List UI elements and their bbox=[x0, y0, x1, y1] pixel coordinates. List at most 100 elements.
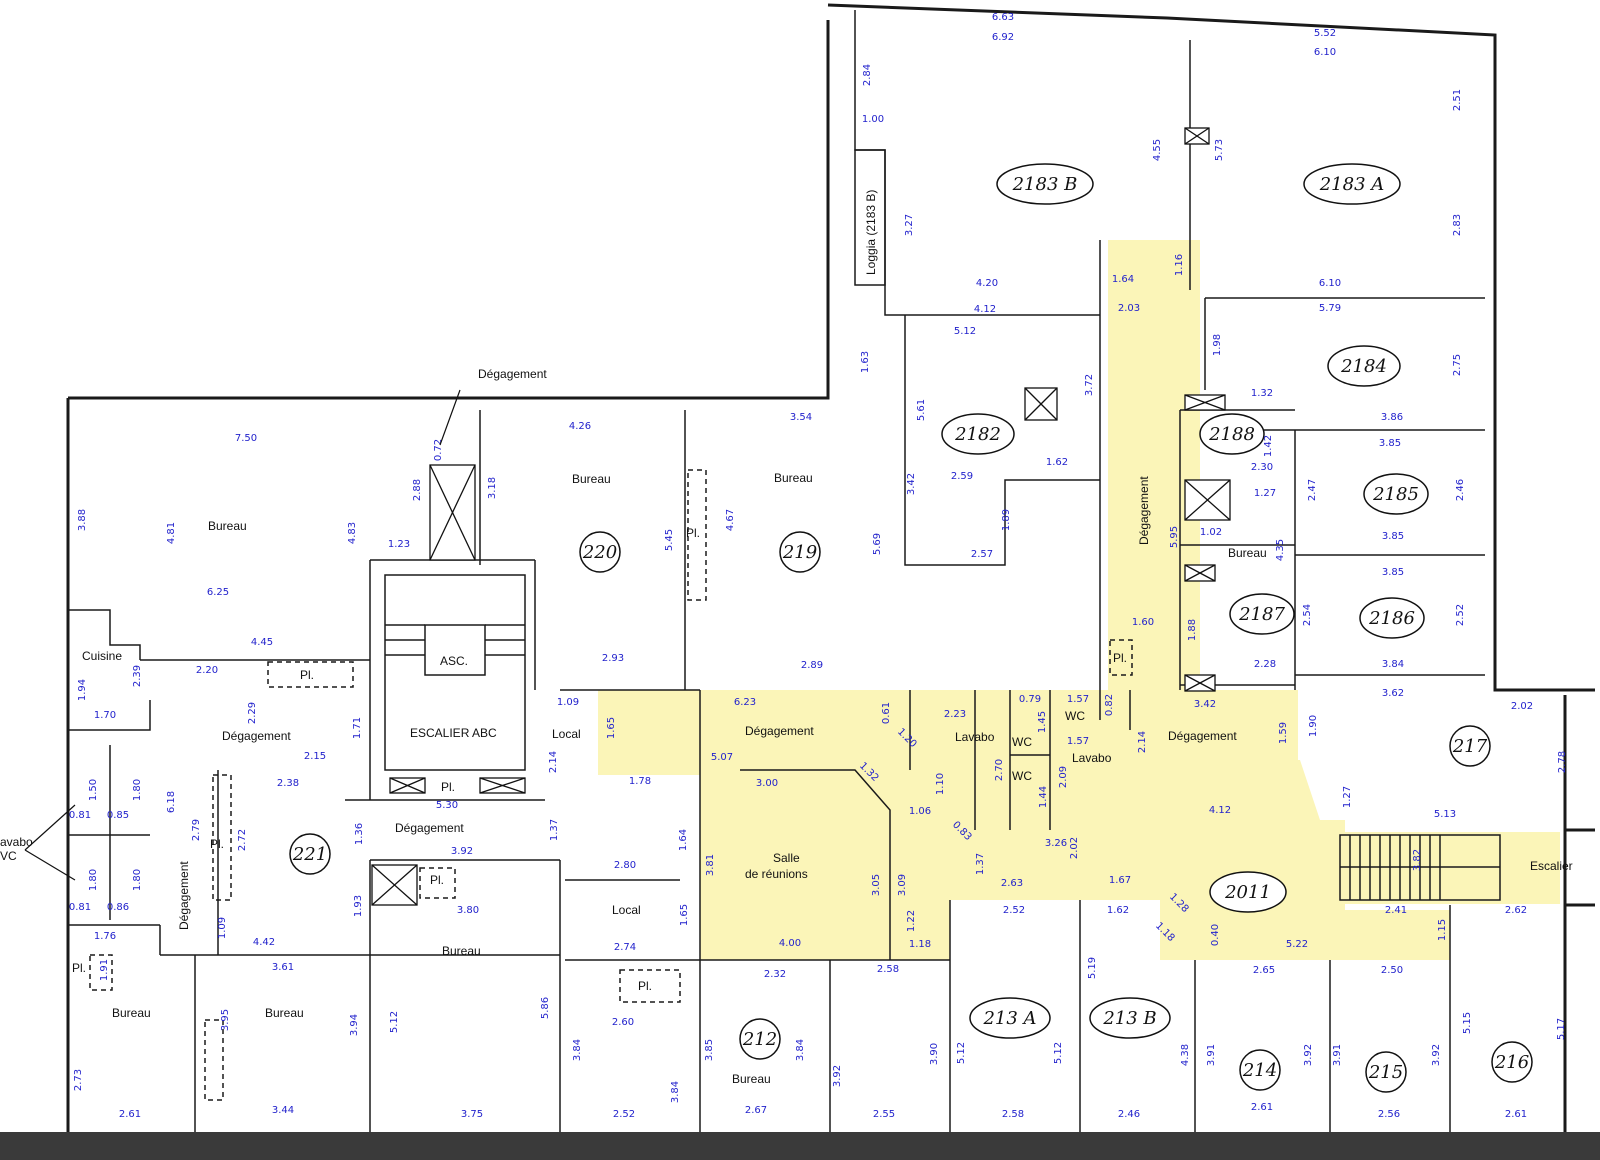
dimension-label: 2.65 bbox=[1253, 965, 1275, 976]
dimension-label: 5.12 bbox=[956, 1042, 967, 1064]
dimension-label: 3.54 bbox=[790, 412, 812, 423]
dimension-label: 0.72 bbox=[433, 439, 444, 461]
dimension-label: 3.42 bbox=[1194, 699, 1216, 710]
dimension-label: 4.35 bbox=[1275, 539, 1286, 561]
svg-text:219: 219 bbox=[782, 542, 817, 563]
dimension-label: 3.00 bbox=[756, 778, 778, 789]
svg-text:215: 215 bbox=[1368, 1062, 1403, 1083]
svg-text:2011: 2011 bbox=[1224, 882, 1271, 903]
room-badge-214: 214 bbox=[1239, 1049, 1281, 1091]
dimension-label: 2.67 bbox=[745, 1105, 767, 1116]
label-salle: Salle bbox=[773, 851, 800, 865]
dimension-label: 2.62 bbox=[1505, 905, 1527, 916]
dimension-label: 6.25 bbox=[207, 587, 229, 598]
dimension-label: 3.26 bbox=[1045, 838, 1067, 849]
room-badge-2188: 2188 bbox=[1199, 413, 1265, 455]
room-badge-216: 216 bbox=[1491, 1041, 1533, 1083]
dimension-label: 2.09 bbox=[1058, 766, 1069, 788]
dimension-label: 5.73 bbox=[1214, 139, 1225, 161]
dimension-label: 3.85 bbox=[1379, 438, 1401, 449]
svg-text:212: 212 bbox=[742, 1029, 777, 1050]
dimension-label: 6.92 bbox=[992, 32, 1014, 43]
dimension-label: 3.84 bbox=[572, 1039, 583, 1061]
dimension-label: 1.57 bbox=[1067, 736, 1089, 747]
dimension-label: 1.62 bbox=[1046, 457, 1068, 468]
label-pl-7: Pl. bbox=[686, 526, 700, 540]
corridor-highlight bbox=[598, 240, 1560, 960]
label-cuisine: Cuisine bbox=[82, 649, 122, 663]
dimension-label: 2.38 bbox=[277, 778, 299, 789]
dimension-label: 1.60 bbox=[1132, 617, 1154, 628]
dimension-label: 3.84 bbox=[670, 1081, 681, 1103]
room-badge-219: 219 bbox=[779, 531, 821, 573]
dimension-label: 3.85 bbox=[1382, 567, 1404, 578]
dimension-label: 3.92 bbox=[832, 1065, 843, 1087]
dimension-label: 2.60 bbox=[612, 1017, 634, 1028]
dimension-label: 6.63 bbox=[992, 12, 1014, 23]
room-badge-2184: 2184 bbox=[1327, 345, 1401, 387]
dimension-label: 1.44 bbox=[1038, 786, 1049, 808]
dimension-label: 1.27 bbox=[1254, 488, 1276, 499]
svg-text:2185: 2185 bbox=[1372, 484, 1419, 505]
dimension-label: 2.61 bbox=[119, 1109, 141, 1120]
leader-line bbox=[439, 389, 461, 446]
dimension-label: 5.12 bbox=[1053, 1042, 1064, 1064]
label-local-top: Local bbox=[552, 727, 581, 741]
svg-text:213 A: 213 A bbox=[982, 1008, 1036, 1029]
dimension-label: 2.70 bbox=[994, 759, 1005, 781]
dimension-label: 3.27 bbox=[904, 214, 915, 236]
dimension-label: 3.62 bbox=[1382, 688, 1404, 699]
dimension-label: 2.58 bbox=[877, 964, 899, 975]
dimension-label: 2.63 bbox=[1001, 878, 1023, 889]
dimension-label: 1.78 bbox=[629, 776, 651, 787]
room-badge-2186: 2186 bbox=[1359, 597, 1425, 639]
dimension-label: 1.32 bbox=[1251, 388, 1273, 399]
label-bureau-low-left: Bureau bbox=[112, 1006, 151, 1020]
dimension-label: 2.46 bbox=[1118, 1109, 1140, 1120]
dimension-label: 1.65 bbox=[679, 904, 690, 926]
dimension-label: 3.85 bbox=[704, 1039, 715, 1061]
dimension-label: 5.13 bbox=[1434, 809, 1456, 820]
dimension-label: 1.15 bbox=[1437, 919, 1448, 941]
dimension-label: 0.86 bbox=[107, 902, 129, 913]
dimension-label: 1.27 bbox=[1342, 786, 1353, 808]
dimension-label: 6.18 bbox=[166, 791, 177, 813]
label-degagement-center: Dégagement bbox=[395, 821, 464, 835]
svg-text:2182: 2182 bbox=[954, 424, 1001, 445]
dimension-label: 3.81 bbox=[705, 854, 716, 876]
dimension-label: 1.64 bbox=[678, 829, 689, 851]
dimension-label: 6.10 bbox=[1319, 278, 1341, 289]
dimension-label: 2.28 bbox=[1254, 659, 1276, 670]
dimension-label: 1.59 bbox=[1278, 722, 1289, 744]
dimension-label: 4.20 bbox=[976, 278, 998, 289]
dimension-label: 2.79 bbox=[191, 819, 202, 841]
dimension-label: 3.88 bbox=[77, 509, 88, 531]
dimension-label: 1.64 bbox=[1112, 274, 1134, 285]
dimension-label: 2.30 bbox=[1251, 462, 1273, 473]
dimension-label: 4.67 bbox=[725, 509, 736, 531]
dimension-label: 0.85 bbox=[107, 810, 129, 821]
svg-text:2187: 2187 bbox=[1238, 604, 1285, 625]
room-badge-2182: 2182 bbox=[941, 413, 1015, 455]
dimension-label: 2.52 bbox=[1455, 604, 1466, 626]
label-degagement-corridor: Dégagement bbox=[1137, 476, 1151, 545]
dimension-label: 1.62 bbox=[1107, 905, 1129, 916]
svg-text:2183 B: 2183 B bbox=[1012, 174, 1078, 195]
dimension-label: 2.84 bbox=[862, 64, 873, 86]
label-pl-5: Pl. bbox=[1113, 651, 1127, 665]
label-bureau-220: Bureau bbox=[572, 472, 611, 486]
dimension-label: 1.36 bbox=[354, 823, 365, 845]
dimension-label: 1.50 bbox=[88, 779, 99, 801]
dimension-label: 1.02 bbox=[1200, 527, 1222, 538]
dimension-label: 0.82 bbox=[1104, 694, 1115, 716]
label-bureau-center-low: Bureau bbox=[442, 944, 481, 958]
dimension-label: 5.61 bbox=[916, 399, 927, 421]
dimension-label: 2.20 bbox=[196, 665, 218, 676]
dimension-label: 1.57 bbox=[1067, 694, 1089, 705]
dimension-label: 2.29 bbox=[247, 702, 258, 724]
dimension-label: 2.02 bbox=[1511, 701, 1533, 712]
dimension-label: 3.75 bbox=[461, 1109, 483, 1120]
dimension-label: 3.91 bbox=[1206, 1044, 1217, 1066]
dimension-label: 4.45 bbox=[251, 637, 273, 648]
